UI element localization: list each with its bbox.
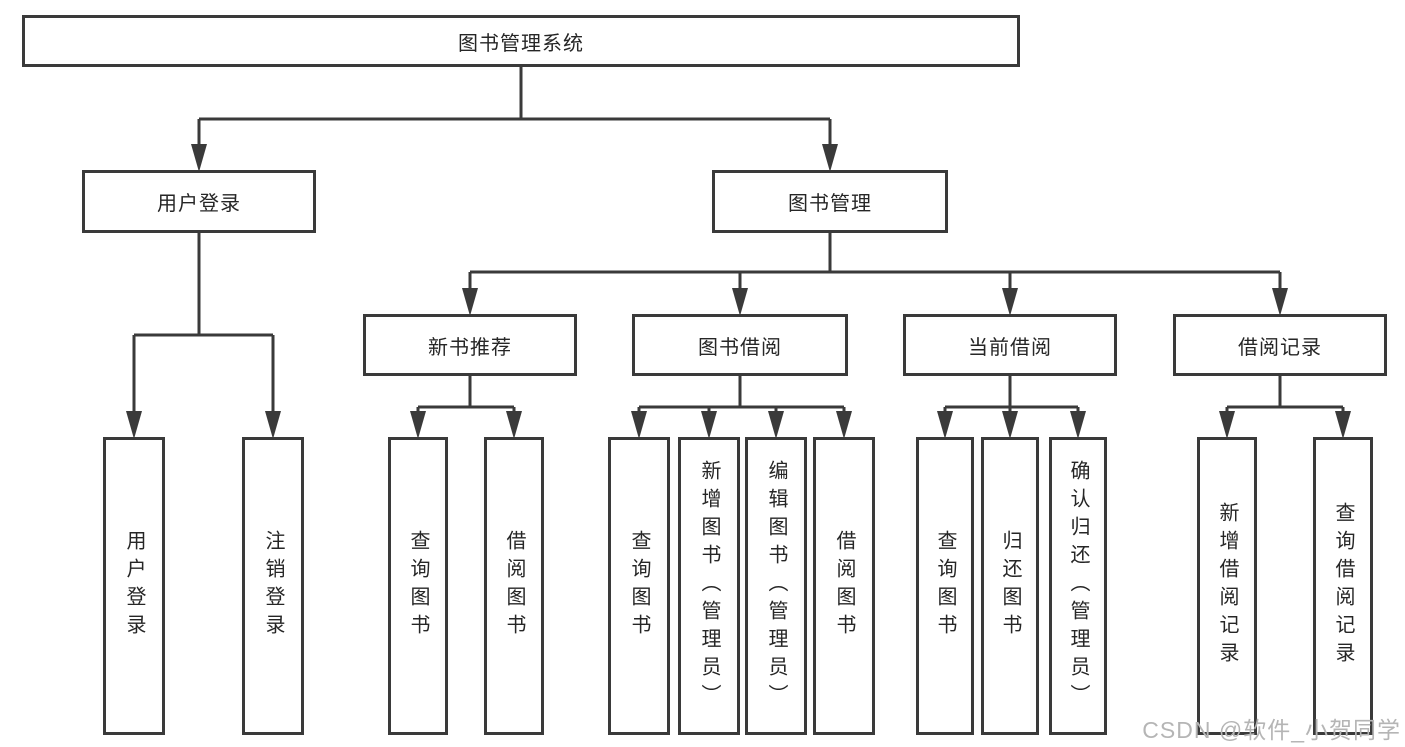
arrow-down-icon (822, 144, 838, 172)
arrow-down-icon (732, 288, 748, 316)
node-leaf-query-books-3: 查询图书 (916, 437, 974, 735)
arrow-down-icon (1335, 411, 1351, 439)
node-label: 图书借阅 (698, 336, 782, 359)
arrow-down-icon (1219, 411, 1235, 439)
node-user-login: 用户登录 (82, 170, 316, 233)
node-label: 归还图书 (999, 530, 1021, 642)
node-borrow-records: 借阅记录 (1173, 314, 1387, 376)
node-label: 新书推荐 (428, 336, 512, 359)
arrow-down-icon (462, 288, 478, 316)
arrow-down-icon (701, 411, 717, 439)
arrow-down-icon (631, 411, 647, 439)
node-label: 查询图书 (628, 530, 650, 642)
node-label: 查询借阅记录 (1332, 502, 1354, 670)
node-library-system: 图书管理系统 (22, 15, 1020, 67)
node-leaf-user-login: 用户登录 (103, 437, 165, 735)
arrow-down-icon (506, 411, 522, 439)
node-leaf-borrow-books-1: 借阅图书 (484, 437, 544, 735)
watermark: CSDN @软件_小贺同学 (1142, 717, 1401, 743)
node-leaf-return-books: 归还图书 (981, 437, 1039, 735)
node-label: 用户登录 (123, 530, 145, 642)
node-leaf-query-books-1: 查询图书 (388, 437, 448, 735)
arrow-down-icon (937, 411, 953, 439)
node-label: 确认归还（管理员） (1067, 460, 1089, 712)
node-leaf-edit-books-admin: 编辑图书（管理员） (745, 437, 807, 735)
node-leaf-borrow-books-2: 借阅图书 (813, 437, 875, 735)
node-label: 借阅记录 (1238, 336, 1322, 359)
arrow-down-icon (1272, 288, 1288, 316)
node-label: 查询图书 (407, 530, 429, 642)
arrow-down-icon (1002, 411, 1018, 439)
node-label: 新增图书（管理员） (698, 460, 720, 712)
node-current-borrowing: 当前借阅 (903, 314, 1117, 376)
node-label: 用户登录 (157, 193, 241, 215)
node-label: 图书管理系统 (458, 32, 584, 55)
node-leaf-add-books-admin: 新增图书（管理员） (678, 437, 740, 735)
node-label: 图书管理 (788, 193, 872, 215)
node-leaf-confirm-return-admin: 确认归还（管理员） (1049, 437, 1107, 735)
node-leaf-logout: 注销登录 (242, 437, 304, 735)
node-label: 新增借阅记录 (1216, 502, 1238, 670)
node-label: 编辑图书（管理员） (765, 460, 787, 712)
arrow-down-icon (126, 411, 142, 439)
arrow-down-icon (410, 411, 426, 439)
arrow-down-icon (191, 144, 207, 172)
arrow-down-icon (265, 411, 281, 439)
arrow-down-icon (1070, 411, 1086, 439)
node-leaf-query-borrow-record: 查询借阅记录 (1313, 437, 1373, 735)
node-label: 当前借阅 (968, 336, 1052, 359)
node-book-management: 图书管理 (712, 170, 948, 233)
node-book-borrowing: 图书借阅 (632, 314, 848, 376)
node-leaf-query-books-2: 查询图书 (608, 437, 670, 735)
node-label: 注销登录 (262, 530, 284, 642)
node-leaf-add-borrow-record: 新增借阅记录 (1197, 437, 1257, 735)
arrow-down-icon (836, 411, 852, 439)
node-label: 借阅图书 (833, 530, 855, 642)
node-label: 借阅图书 (503, 530, 525, 642)
node-label: 查询图书 (934, 530, 956, 642)
node-new-book-recommend: 新书推荐 (363, 314, 577, 376)
arrow-down-icon (1002, 288, 1018, 316)
arrow-down-icon (768, 411, 784, 439)
